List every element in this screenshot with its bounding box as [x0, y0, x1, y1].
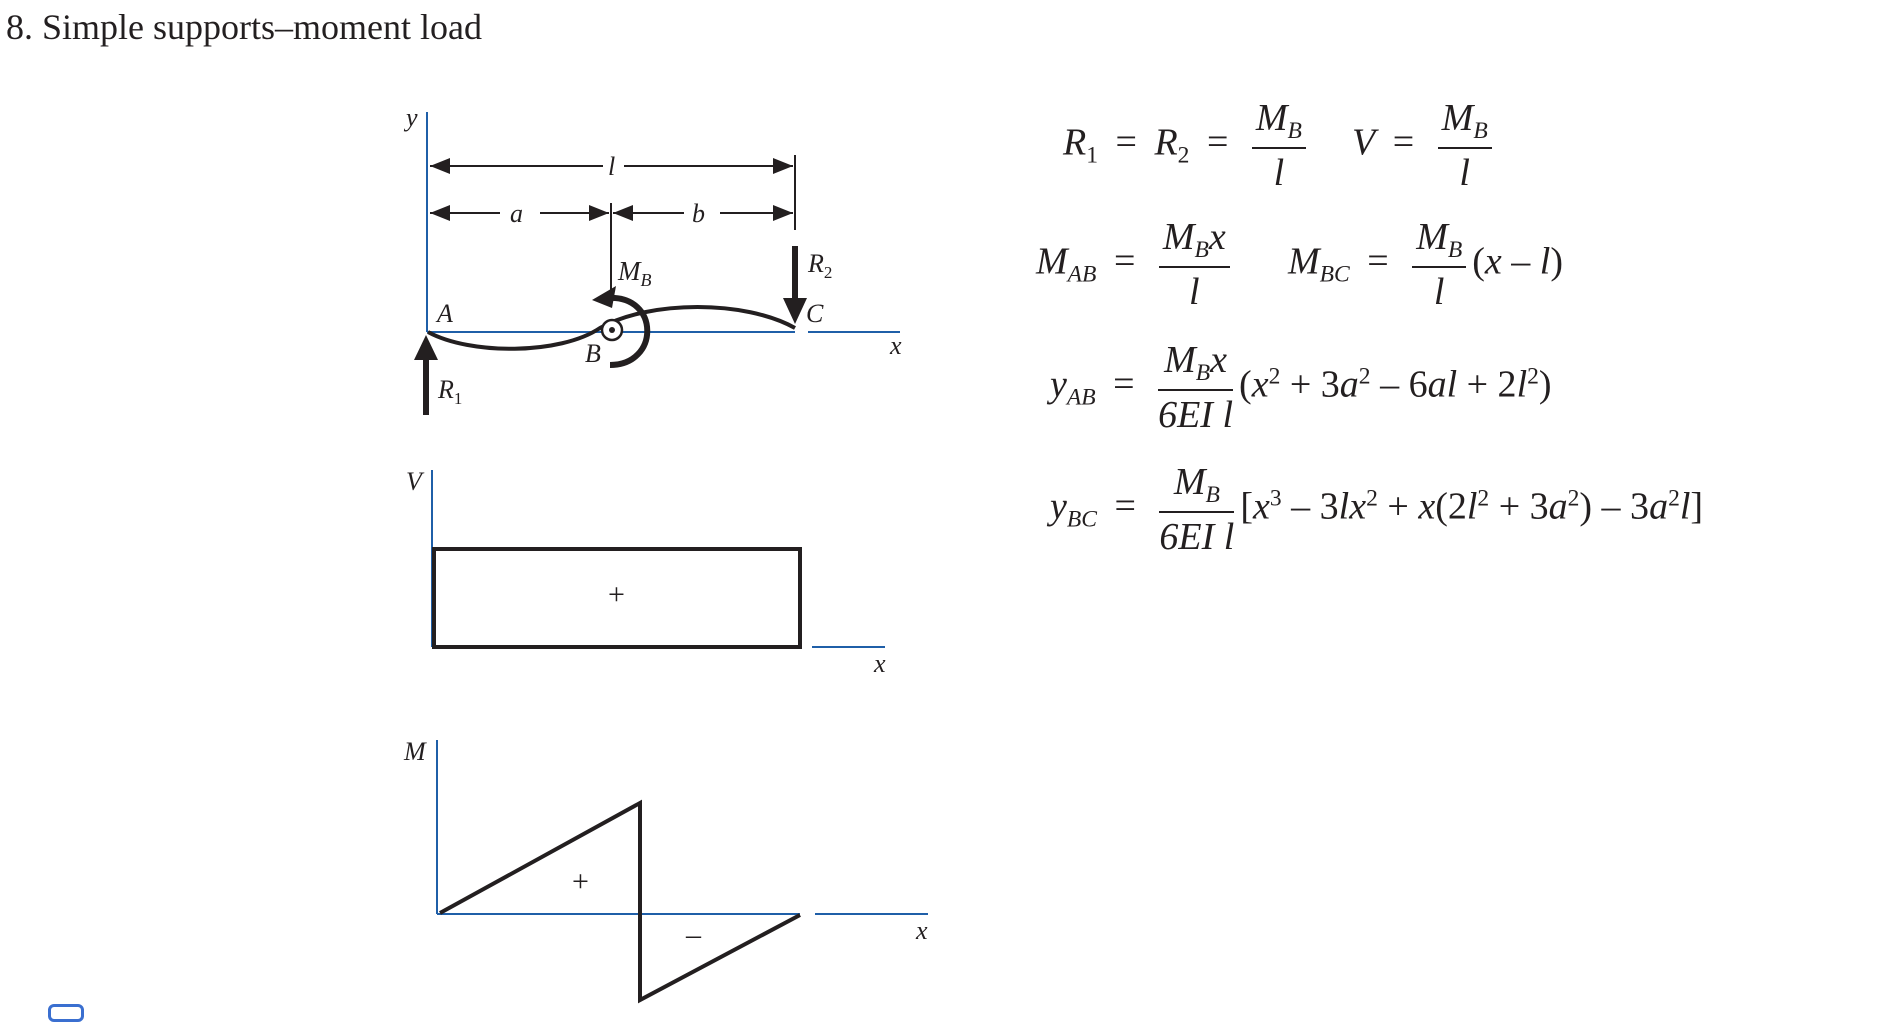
dim-l-label: l [608, 152, 615, 181]
moment-positive-triangle [439, 799, 642, 915]
shear-v-label: V [406, 467, 425, 496]
page-title: 8. Simple supports–moment load [6, 7, 482, 47]
reaction-R2-head [783, 298, 807, 324]
shear-sign: + [608, 578, 625, 611]
moment-negative-triangle [638, 913, 801, 1004]
moment-positive-sign: + [572, 865, 589, 898]
x-axis-label: x [889, 331, 902, 360]
dim-b-label: b [692, 199, 705, 228]
deflection-curve [427, 305, 796, 351]
moment-m-label: M [403, 737, 427, 766]
reaction-R1-head [414, 335, 438, 360]
point-A-label: A [435, 299, 453, 328]
point-C-label: C [806, 299, 824, 328]
dim-a-label: a [510, 199, 523, 228]
edit-icon[interactable] [48, 1004, 84, 1022]
y-axis-label: y [403, 103, 418, 132]
point-B-label: B [585, 339, 601, 368]
shear-block [432, 547, 802, 649]
moment-diagram: M x + – [403, 737, 928, 1004]
moment-negative-sign: – [685, 918, 702, 951]
moment-label: MB [617, 256, 652, 290]
moment-arrowhead [592, 286, 616, 308]
reaction-R2-label: R2 [807, 249, 832, 282]
shear-x-label: x [873, 649, 886, 678]
moment-arrow [607, 294, 651, 368]
loading-diagram: y x l a b MB A B C R1 R [403, 103, 902, 415]
shear-diagram: V x + [406, 467, 886, 678]
moment-x-label: x [915, 916, 928, 945]
reaction-R1-label: R1 [437, 375, 462, 408]
moment-point-dot [609, 327, 615, 333]
